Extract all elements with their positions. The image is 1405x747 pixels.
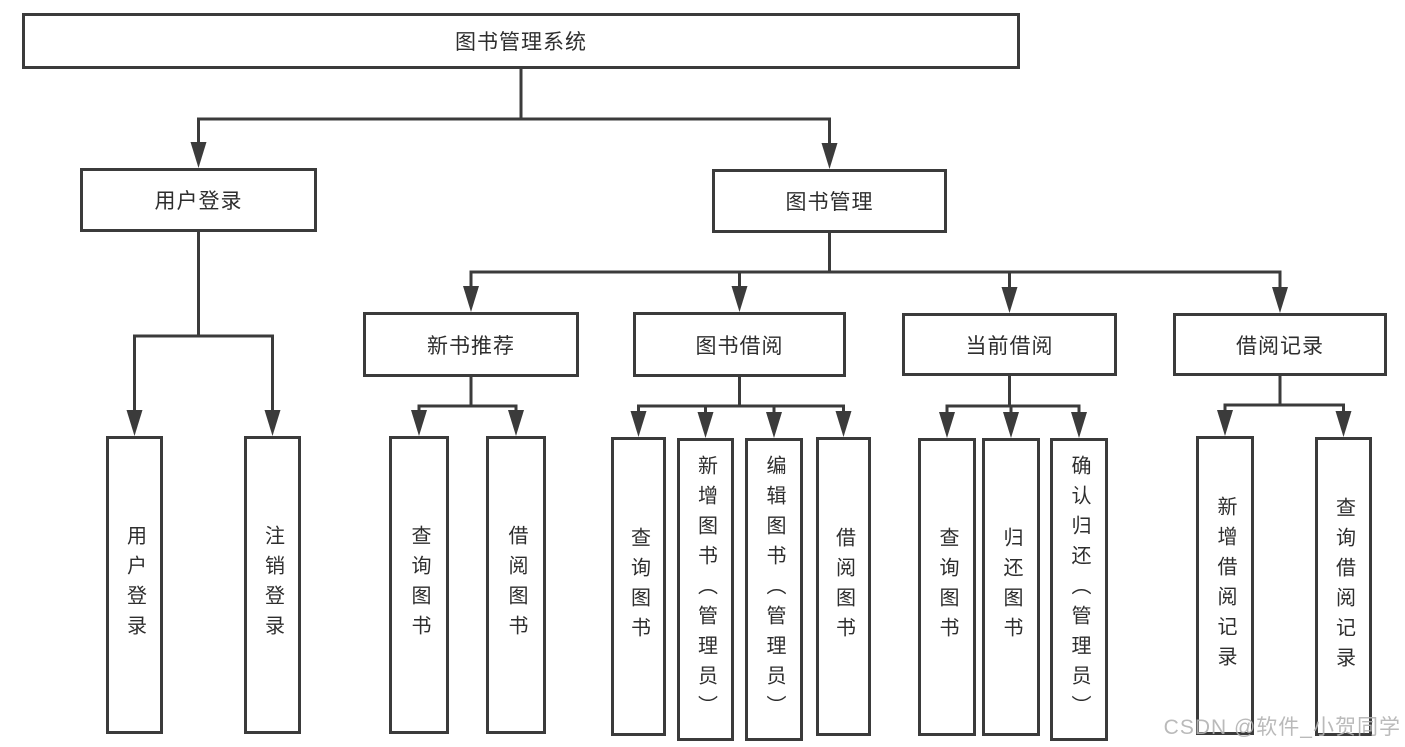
node-bb-add-books: 新增图书（管理员） bbox=[677, 438, 734, 741]
edge-book-borrowing bbox=[630, 377, 852, 438]
node-book-management: 图书管理 bbox=[712, 169, 947, 233]
node-cb-query-books: 查询图书 bbox=[918, 438, 976, 736]
node-bb-edit-books: 编辑图书（管理员） bbox=[745, 438, 803, 741]
edge-root bbox=[190, 69, 838, 169]
node-current-borrowing: 当前借阅 bbox=[902, 313, 1117, 376]
node-user-login: 用户登录 bbox=[80, 168, 317, 232]
node-logout: 注销登录 bbox=[244, 436, 301, 734]
node-nb-query-books: 查询图书 bbox=[389, 436, 449, 734]
node-borrowing-records: 借阅记录 bbox=[1173, 313, 1387, 376]
node-cb-return-books: 归还图书 bbox=[982, 438, 1040, 736]
node-bb-query-books: 查询图书 bbox=[611, 437, 666, 736]
node-br-add-record: 新增借阅记录 bbox=[1196, 436, 1254, 735]
node-cb-confirm-return: 确认归还（管理员） bbox=[1050, 438, 1108, 741]
edge-current-borrowing bbox=[939, 376, 1087, 438]
node-login: 用户登录 bbox=[106, 436, 163, 734]
node-new-book-recommend: 新书推荐 bbox=[363, 312, 579, 377]
node-book-borrowing: 图书借阅 bbox=[633, 312, 846, 377]
node-br-query-record: 查询借阅记录 bbox=[1315, 437, 1372, 736]
edge-new-book-recommend bbox=[411, 377, 524, 436]
edge-user-login bbox=[126, 232, 281, 436]
node-bb-borrow-books: 借阅图书 bbox=[816, 437, 871, 736]
node-root: 图书管理系统 bbox=[22, 13, 1020, 69]
node-nb-borrow-books: 借阅图书 bbox=[486, 436, 546, 734]
edge-borrowing-records bbox=[1217, 376, 1352, 437]
edge-book-management bbox=[463, 233, 1288, 313]
